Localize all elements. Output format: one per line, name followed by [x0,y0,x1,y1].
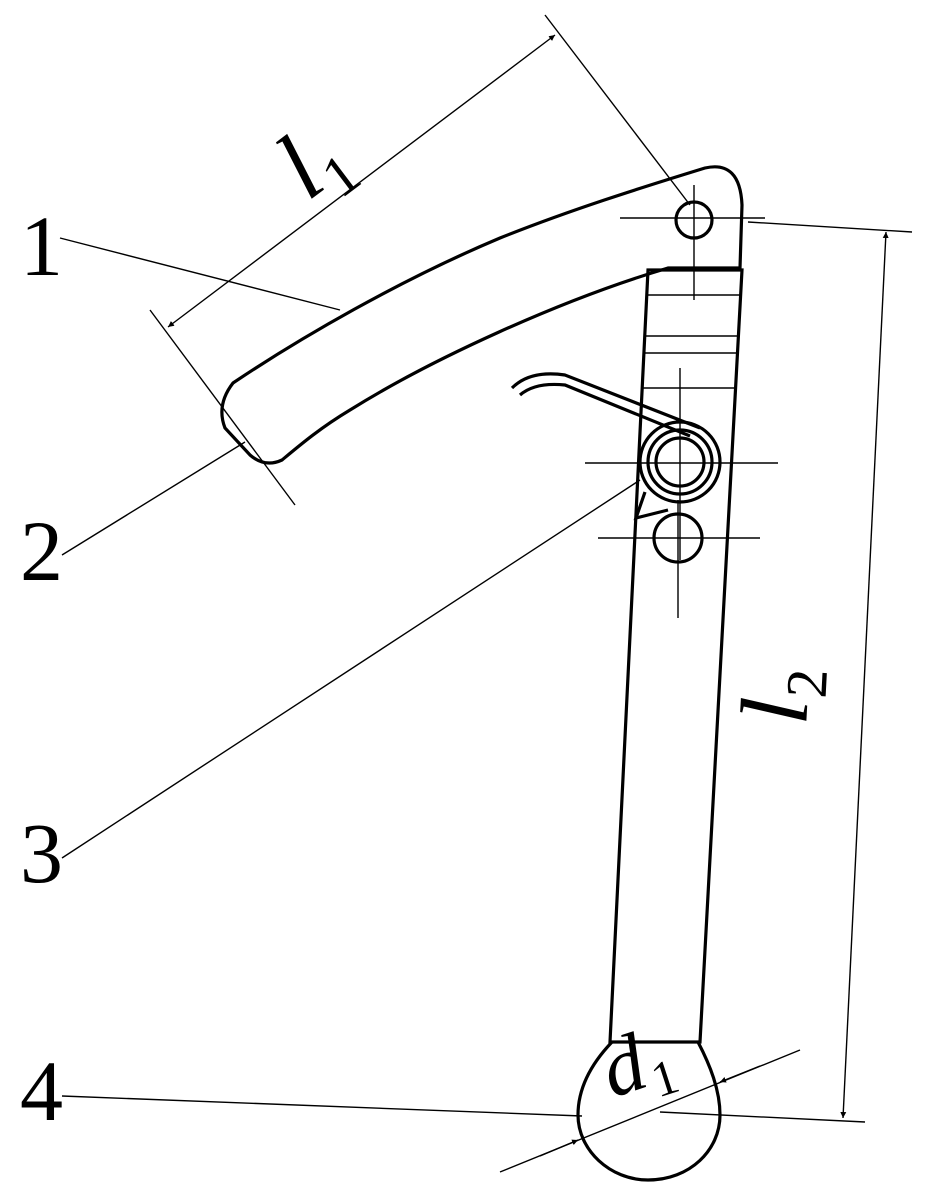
ball-end [576,1040,722,1182]
l2-symbol: l [720,695,828,727]
l2-extension-upper [747,221,913,233]
l2-subscript: 2 [774,667,840,699]
lever-arm [220,165,744,465]
spring-tail [633,491,669,521]
l1-dimension-line [167,34,556,328]
vertical-bar [608,268,744,1044]
leader-2 [61,441,246,556]
l2-dimension-line [840,231,889,1119]
spring-leg [510,372,701,438]
d1-arrow-left [539,1139,579,1157]
callout-4: 4 [20,1043,63,1139]
leader-1 [59,237,341,311]
l1-extension-lower [149,309,296,506]
l2-extension-lower [659,1111,866,1123]
d1-arrow-right [719,1065,761,1083]
callout-1: 1 [20,198,63,294]
leader-3 [61,479,641,859]
l1-extension-upper [544,14,691,206]
callout-3: 3 [20,805,63,901]
callout-2: 2 [20,503,63,599]
leader-4 [61,1095,583,1117]
